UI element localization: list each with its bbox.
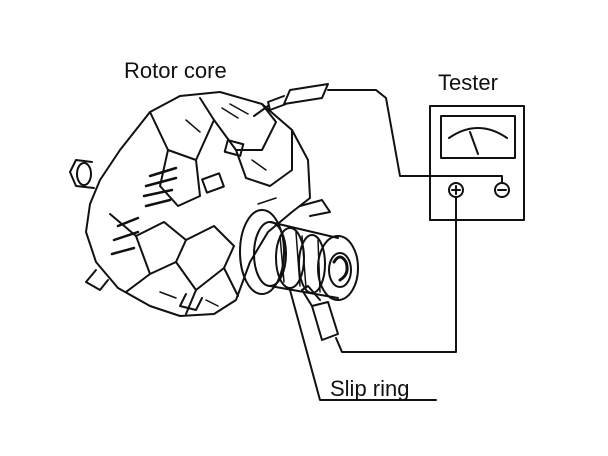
test-leads bbox=[253, 83, 503, 353]
tester-meter-drawing bbox=[429, 105, 525, 221]
slip-ring-drawing bbox=[239, 209, 359, 301]
slip-ring-leader bbox=[289, 289, 437, 401]
tester-label: Tester bbox=[438, 70, 498, 95]
rotor-core-label: Rotor core bbox=[124, 58, 227, 83]
rotor-core-drawing bbox=[69, 91, 331, 317]
slip-ring-label: Slip ring bbox=[330, 376, 410, 401]
